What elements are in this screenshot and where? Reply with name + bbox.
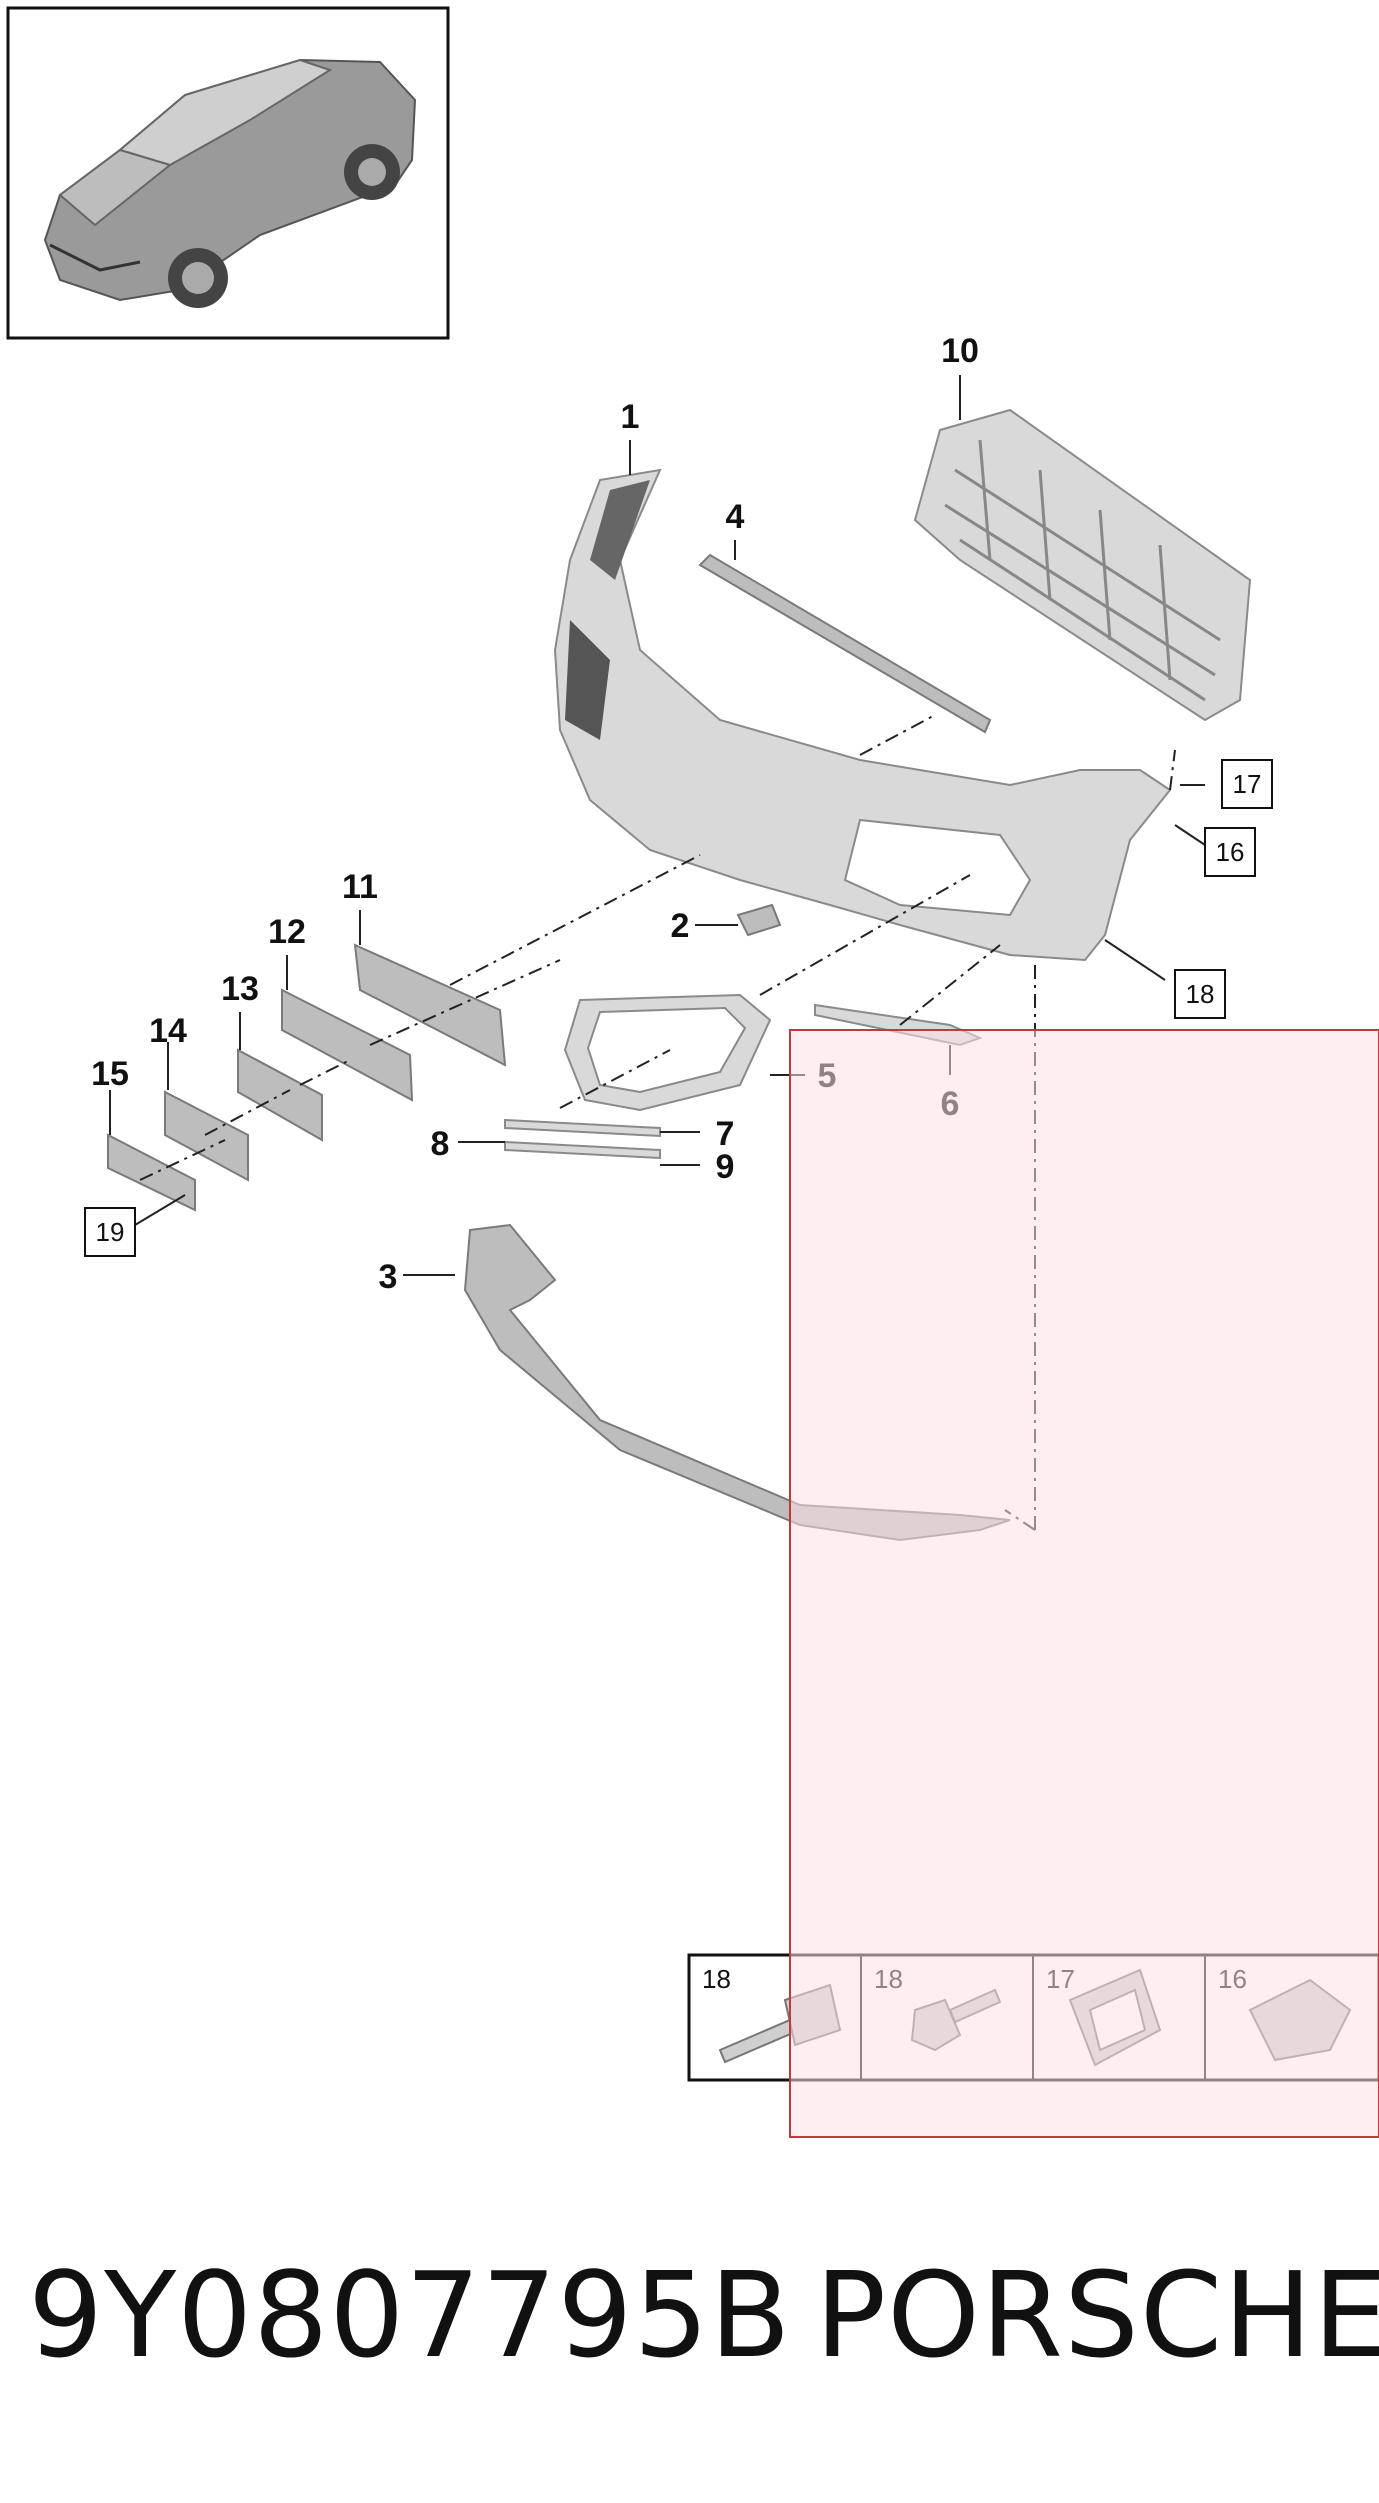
boxed-ref-19: 19	[96, 1217, 125, 1247]
callout-15: 15	[91, 1055, 129, 1093]
callout-8: 8	[431, 1125, 450, 1163]
callout-4: 4	[726, 498, 745, 536]
part-11-bracket	[353, 943, 507, 1067]
callout-13: 13	[221, 970, 259, 1008]
exploded-parts-diagram: 1 2 3 4 5 6 7 8 9 10 11 12 13 14 15 16 1…	[6, 6, 1379, 2138]
car-icon	[43, 58, 417, 308]
boxed-ref-16: 16	[1216, 837, 1245, 867]
part-1-bumper-cover	[553, 468, 1172, 962]
callout-labels: 1 2 3 4 5 6 7 8 9 10 11 12 13 14 15	[91, 332, 979, 1296]
fastener-label-1: 18	[702, 1964, 731, 1994]
part-12-bracket	[281, 988, 414, 1102]
boxed-ref-17: 17	[1233, 769, 1262, 799]
callout-14: 14	[149, 1012, 187, 1050]
callout-3: 3	[379, 1258, 398, 1296]
boxed-references: 16 17 18 19	[84, 759, 1273, 1257]
callout-2: 2	[671, 907, 690, 945]
part-14-bracket	[164, 1090, 249, 1182]
callout-10: 10	[941, 332, 979, 370]
callout-7: 7	[716, 1115, 735, 1153]
callout-11: 11	[342, 868, 378, 906]
callout-12: 12	[268, 913, 306, 951]
callout-1: 1	[621, 398, 640, 436]
part-13-bracket	[237, 1048, 323, 1142]
vehicle-thumbnail	[6, 6, 450, 340]
parts-7-8-9-trim-strips	[504, 1118, 661, 1160]
part-10-grille-carrier	[913, 408, 1252, 722]
part-5-fog-light-bezel	[563, 993, 772, 1112]
boxed-ref-18: 18	[1186, 979, 1215, 1009]
callout-9: 9	[716, 1148, 735, 1186]
plate-brackets	[107, 943, 507, 1212]
part-number: 9Y0807795B	[28, 2246, 792, 2384]
part-4-reinforcement-strip	[698, 553, 992, 734]
part-2-tow-eye-cap	[736, 903, 782, 937]
part-15-bracket	[107, 1133, 196, 1212]
highlight-region	[789, 1029, 1379, 2138]
brand-name: PORSCHE	[815, 2246, 1379, 2384]
footer: 9Y0807795B PORSCHE	[0, 2230, 1379, 2400]
